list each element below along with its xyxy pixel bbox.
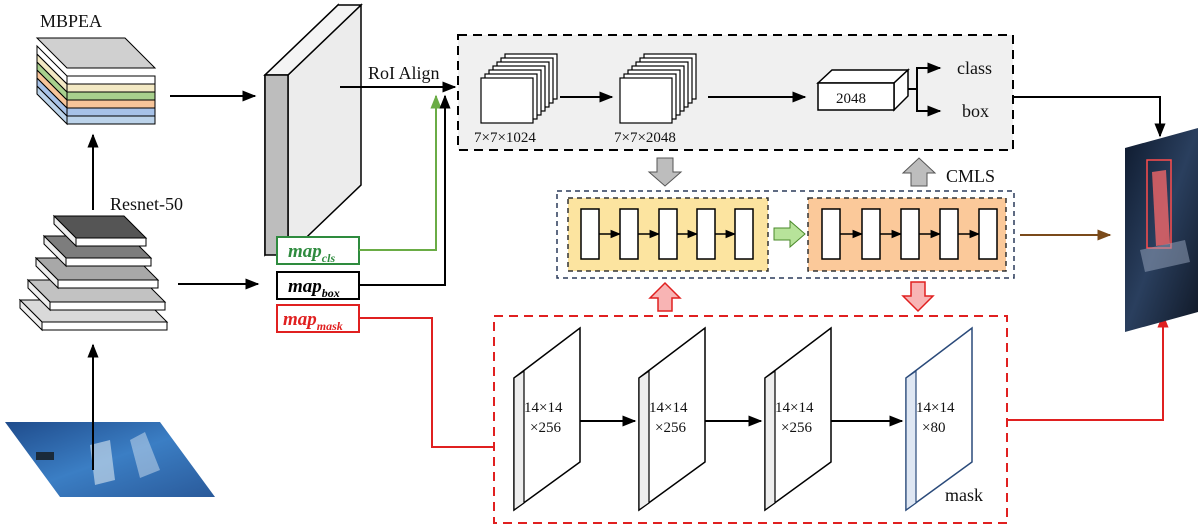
box-to-roi-line	[359, 94, 451, 286]
red-arrow-down	[901, 281, 935, 313]
input-image	[5, 422, 215, 497]
feature-map-slab	[263, 3, 363, 257]
cmls-label: CMLS	[946, 166, 995, 186]
cmls-block: CMLS	[556, 157, 1015, 313]
gray-arrow-down	[647, 157, 683, 187]
resnet-label: Resnet-50	[110, 194, 183, 214]
mask-branch: 14×14 ×256 14×14 ×256 14×14 ×256 14×14 ×80 mask	[493, 315, 1008, 524]
cmls-cell	[978, 208, 998, 260]
mbpea-stack: MBPEA	[35, 11, 157, 126]
feat2-label: 7×7×2048	[614, 130, 676, 146]
roi-align-label: RoI Align	[368, 63, 440, 83]
svg-text:mapbox: mapbox	[288, 276, 340, 300]
mask-label: mask	[945, 485, 983, 505]
map-box-box: mapbox	[276, 271, 360, 300]
mask-to-branch-line	[359, 317, 493, 448]
fc-cuboid: 2048	[816, 68, 910, 112]
mask-layer-size: 14×14	[649, 400, 688, 416]
resnet-stack: Resnet-50	[18, 194, 183, 332]
map-cls-box: mapcls	[276, 236, 360, 265]
red-arrow-up	[648, 281, 682, 312]
mbpea-top-face	[35, 37, 157, 69]
cmls-cell	[861, 208, 881, 260]
svg-text:mapcls: mapcls	[288, 241, 335, 265]
feature-sheet	[619, 77, 673, 124]
box-label: box	[962, 101, 989, 121]
cmls-border	[556, 190, 1015, 279]
mask-layer-channels: ×256	[530, 420, 561, 436]
svg-text:mapmask: mapmask	[283, 309, 343, 333]
fork-to-box	[916, 89, 942, 117]
detection-head: 7×7×1024 7×7×2048 2048 class box	[457, 34, 1014, 151]
cmls-cell	[734, 208, 754, 260]
mbpea-label: MBPEA	[40, 11, 102, 31]
mask-layer-size: 14×14	[524, 400, 563, 416]
feat1-label: 7×7×1024	[474, 130, 536, 146]
feature-sheet	[480, 77, 534, 124]
cmls-cell	[939, 208, 959, 260]
head-to-output-line	[1013, 96, 1166, 138]
cmls-cell	[619, 208, 639, 260]
cmls-cell	[696, 208, 716, 260]
fc-label: 2048	[836, 91, 866, 107]
mask-layer-channels: ×256	[655, 420, 686, 436]
green-arrow	[773, 219, 806, 249]
cls-to-roi-line	[359, 94, 442, 251]
map-mask-box: mapmask	[276, 304, 360, 333]
class-label: class	[957, 58, 992, 78]
mask-layer-size: 14×14	[775, 400, 814, 416]
fork-to-class	[908, 62, 942, 90]
cmls-cell	[821, 208, 841, 260]
mask-to-output-line	[1007, 313, 1169, 421]
mask-layer-size: 14×14	[916, 400, 955, 416]
cmls-cell	[658, 208, 678, 260]
output-image	[1125, 128, 1198, 332]
cmls-cell	[580, 208, 600, 260]
mask-layer-channels: ×80	[922, 420, 945, 436]
gray-arrow-up	[901, 157, 937, 187]
mask-layer-channels: ×256	[781, 420, 812, 436]
cmls-cell	[900, 208, 920, 260]
